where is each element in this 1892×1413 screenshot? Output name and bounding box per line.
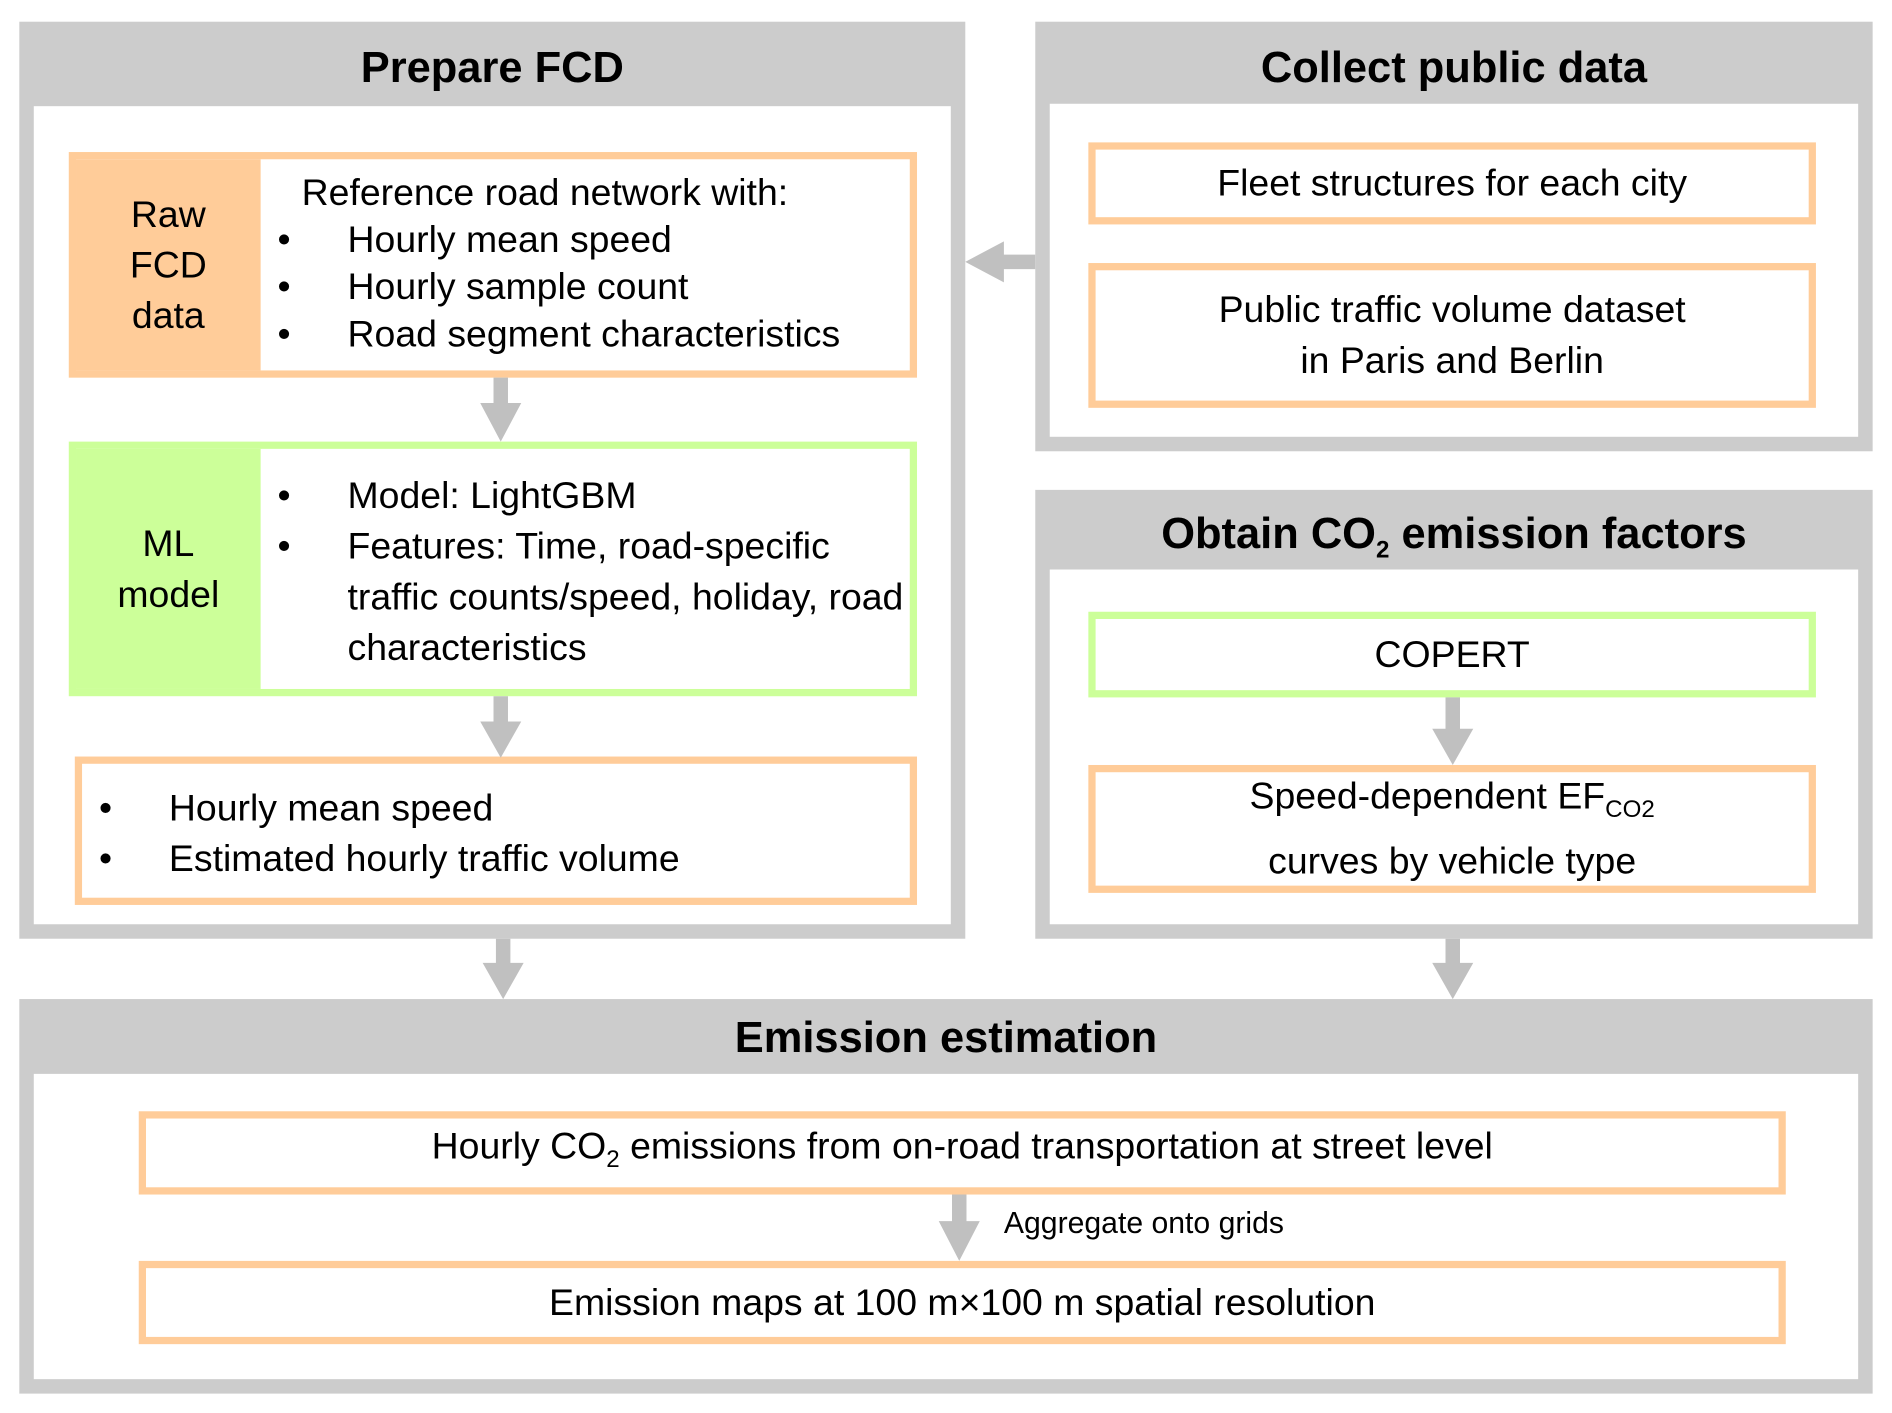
- aggregate-label: Aggregate onto grids: [1003, 1206, 1284, 1241]
- prepare-fcd-title: Prepare FCD: [360, 42, 624, 92]
- arrow-down-icon: [480, 696, 522, 758]
- list-item: Hourly sample count: [261, 263, 841, 310]
- list-item: Model: LightGBM: [261, 471, 913, 522]
- obtain-ef-title: Obtain CO2 emission factors: [1161, 507, 1747, 564]
- list-item: Features: Time, road-specific traffic co…: [261, 521, 913, 673]
- list-item: Road segment characteristics: [261, 310, 841, 357]
- arrow-down-icon: [482, 938, 524, 1000]
- arrow-left-icon: [965, 241, 1036, 283]
- emission-estimation-title: Emission estimation: [734, 1012, 1158, 1062]
- hourly-emissions-box: Hourly CO2 emissions from on-road transp…: [138, 1111, 1786, 1195]
- fcd-output-box: Hourly mean speed Estimated hourly traff…: [74, 756, 918, 905]
- list-item: Hourly mean speed: [82, 783, 680, 834]
- arrow-down-icon: [1432, 938, 1474, 1000]
- arrow-down-icon: [480, 377, 522, 442]
- emission-maps-box: Emission maps at 100 m×100 m spatial res…: [138, 1260, 1786, 1345]
- arrow-down-icon: [1432, 697, 1474, 765]
- public-traffic-box: Public traffic volume dataset in Paris a…: [1088, 263, 1816, 408]
- copert-box: COPERT: [1088, 611, 1816, 698]
- list-item: Hourly mean speed: [261, 216, 841, 263]
- raw-fcd-label: Raw FCD data: [76, 159, 261, 371]
- ml-model-box: ML model Model: LightGBM Features: Time,…: [68, 441, 918, 697]
- collect-public-data-title: Collect public data: [1260, 42, 1648, 92]
- raw-fcd-box: Raw FCD data Reference road network with…: [68, 152, 918, 378]
- fleet-structures-box: Fleet structures for each city: [1088, 142, 1816, 225]
- ef-curves-box: Speed-dependent EFCO2 curves by vehicle …: [1088, 764, 1816, 893]
- ml-model-label: ML model: [76, 448, 261, 689]
- list-item: Estimated hourly traffic volume: [82, 834, 680, 885]
- arrow-down-icon: [938, 1194, 980, 1261]
- raw-fcd-heading: Reference road network with:: [301, 171, 789, 214]
